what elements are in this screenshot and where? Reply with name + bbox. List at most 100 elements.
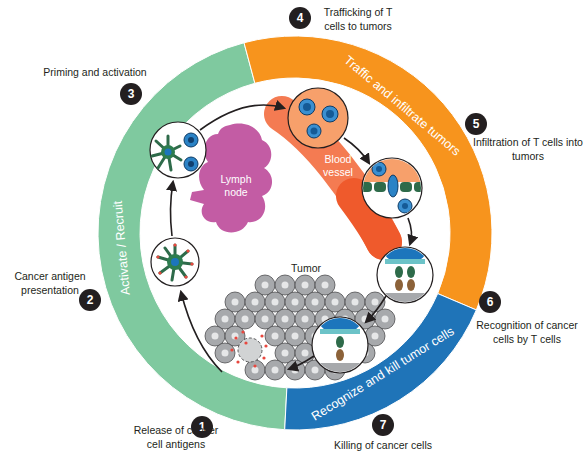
antigen-dot xyxy=(260,334,263,337)
step-label: Release of cancer cell antigens xyxy=(126,424,226,451)
tumor-cell xyxy=(275,343,295,363)
tumor-cell xyxy=(215,309,235,329)
tumor-cell-nucleus xyxy=(292,299,299,306)
tumor-cell xyxy=(295,309,315,329)
antigen-dot xyxy=(253,364,256,367)
t-cell-membrane xyxy=(385,259,425,264)
tumor-cell-nucleus xyxy=(212,333,219,340)
tumor-cell-nucleus xyxy=(262,316,269,323)
tumor-cell-nucleus xyxy=(352,333,359,340)
tumor-cell xyxy=(245,292,265,312)
endothelial-cell xyxy=(400,182,412,192)
t-cell xyxy=(184,133,198,147)
tumor-cell xyxy=(225,326,245,346)
tumor-cell-nucleus xyxy=(272,333,279,340)
tumor-cell-nucleus xyxy=(292,367,299,374)
cell-nucleus xyxy=(376,166,382,172)
tumor-cell-nucleus xyxy=(302,282,309,289)
antigen-dot xyxy=(158,271,161,274)
mhc-chain xyxy=(395,279,403,291)
dendritic-cell-arms xyxy=(152,136,181,170)
cell-nucleus xyxy=(171,258,179,266)
mhc-chain xyxy=(407,279,415,291)
tumor-cell xyxy=(265,360,285,380)
tumor-cell xyxy=(285,360,305,380)
tcr-chain xyxy=(407,266,415,278)
tumor-cell xyxy=(365,292,385,312)
tumor-cell xyxy=(305,292,325,312)
tumor-cell-nucleus xyxy=(322,316,329,323)
antigen-dot xyxy=(156,255,159,258)
tumor-cell-nucleus xyxy=(272,367,279,374)
tumor-cell xyxy=(295,275,315,295)
cell-nucleus xyxy=(188,137,194,143)
t-cell xyxy=(299,99,315,115)
tumor-cell-nucleus xyxy=(372,333,379,340)
tumor-cell-nucleus xyxy=(332,333,339,340)
tumor-cell-nucleus xyxy=(382,316,389,323)
tumor-cell xyxy=(345,292,365,312)
tumor-cell xyxy=(365,326,385,346)
tumor-cell-nucleus xyxy=(312,333,319,340)
vessel-wall-inset xyxy=(360,156,426,213)
tumor-cell-nucleus xyxy=(252,299,259,306)
endothelial-cell xyxy=(374,182,386,192)
tumor-cell xyxy=(305,326,325,346)
inset-circle xyxy=(288,88,348,148)
tumor-cell-nucleus xyxy=(362,316,369,323)
tumor-cell-nucleus xyxy=(302,350,309,357)
tumor-cell-nucleus xyxy=(222,350,229,357)
dendritic-cell-body xyxy=(167,254,183,270)
tumor-cell-nucleus xyxy=(302,316,309,323)
dendritic-cell-body xyxy=(161,145,175,159)
cell-nucleus xyxy=(402,203,408,209)
antigen-dot xyxy=(184,275,187,278)
dendritic-cell-arms xyxy=(158,245,192,280)
tumor-cell-nucleus xyxy=(322,350,329,357)
tumor-cell-nucleus xyxy=(222,316,229,323)
tumor-cell xyxy=(295,343,315,363)
tumor-cell-nucleus xyxy=(342,350,349,357)
endothelial-cell xyxy=(360,182,372,192)
tumor-cell-surface xyxy=(380,293,430,305)
callout-number: 3 xyxy=(120,83,142,105)
tumor-cell-nucleus xyxy=(282,316,289,323)
t-cell xyxy=(372,162,386,176)
cell-nucleus xyxy=(326,110,334,118)
t-cell xyxy=(307,124,321,138)
tumor-cell-nucleus xyxy=(232,299,239,306)
tumor-cell xyxy=(315,275,335,295)
tumor-cell-nucleus xyxy=(262,282,269,289)
vessel-body xyxy=(282,114,384,242)
cell-nucleus xyxy=(165,149,172,156)
t-cell-membrane xyxy=(320,329,360,334)
antigen-dot xyxy=(244,341,247,344)
tumor-cell xyxy=(335,309,355,329)
cell-nucleus xyxy=(188,161,194,167)
tumor-cell xyxy=(255,309,275,329)
tumor-cell-nucleus xyxy=(342,316,349,323)
tumor-cell xyxy=(315,343,335,363)
tumor-cell-nucleus xyxy=(232,333,239,340)
step-label: Trafficking of T cells to tumors xyxy=(312,6,404,33)
node-label: Tumor xyxy=(276,262,336,275)
endothelial-cell xyxy=(414,182,426,192)
tumor-cell-nucleus xyxy=(312,367,319,374)
tumor-cell xyxy=(265,292,285,312)
tcr-chain xyxy=(336,336,344,348)
callout-number: 2 xyxy=(79,289,101,311)
tumor-cell-nucleus xyxy=(312,299,319,306)
step-label: Infiltration of T cells into tumors xyxy=(472,136,584,163)
cycle-arrow xyxy=(171,182,173,236)
ring-segment xyxy=(98,43,287,430)
tumor-cell xyxy=(325,292,345,312)
step-label: Priming and activation xyxy=(30,66,160,80)
node-label: Lymph node xyxy=(208,173,264,198)
tumor-cell-nucleus xyxy=(252,367,259,374)
tumor-cell xyxy=(325,360,345,380)
callout-number: 6 xyxy=(479,291,501,313)
antigen-dot xyxy=(186,249,189,252)
dying-tumor-cell xyxy=(238,338,262,362)
inset-circle xyxy=(151,238,199,286)
